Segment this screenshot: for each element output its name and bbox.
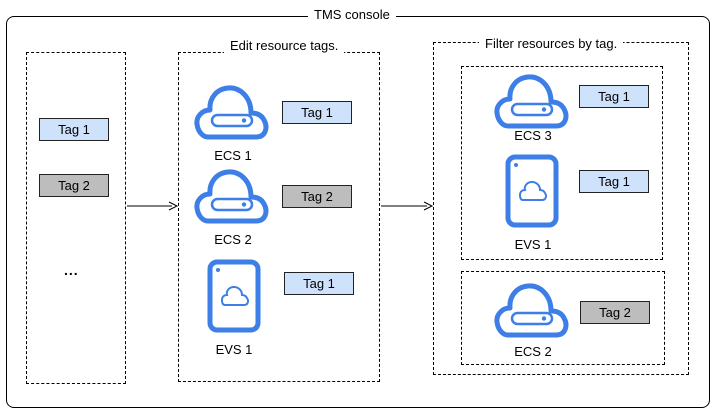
ecs3-label: ECS 3	[514, 128, 552, 143]
tag-list-item-tag1[interactable]: Tag 1	[39, 118, 109, 141]
filter-group-tag1	[461, 66, 663, 260]
ecs2-filter-label: ECS 2	[514, 344, 552, 359]
arrow-to-filter-panel	[381, 201, 434, 211]
ecs2-label: ECS 2	[214, 232, 252, 247]
ecs2-filter-tag[interactable]: Tag 2	[580, 301, 650, 324]
evs-disk-icon[interactable]	[505, 154, 559, 233]
ecs1-tag[interactable]: Tag 1	[282, 101, 352, 124]
ecs-cloud-icon[interactable]	[194, 83, 270, 146]
evs1-label: EVS 1	[215, 342, 253, 357]
ecs-cloud-icon[interactable]	[194, 167, 270, 230]
ecs-cloud-icon[interactable]	[494, 281, 570, 344]
edit-panel-title: Edit resource tags.	[224, 38, 345, 54]
tag-list-panel	[26, 52, 126, 384]
console-title: TMS console	[308, 7, 396, 23]
evs1-filter-tag[interactable]: Tag 1	[579, 170, 649, 193]
ecs3-tag[interactable]: Tag 1	[579, 85, 649, 108]
filter-panel-title: Filter resources by tag.	[479, 36, 624, 52]
arrow-to-edit-panel	[127, 201, 179, 211]
evs1-tag[interactable]: Tag 1	[284, 272, 354, 295]
ecs1-label: ECS 1	[214, 148, 252, 163]
evs-disk-icon[interactable]	[207, 259, 261, 338]
ecs-cloud-icon[interactable]	[494, 72, 570, 135]
filter-group-tag2	[461, 271, 665, 365]
evs1-filter-label: EVS 1	[514, 237, 552, 252]
tag-list-item-tag2[interactable]: Tag 2	[39, 174, 109, 197]
more-tags-ellipsis: ...	[64, 262, 79, 278]
ecs2-tag[interactable]: Tag 2	[282, 185, 352, 208]
